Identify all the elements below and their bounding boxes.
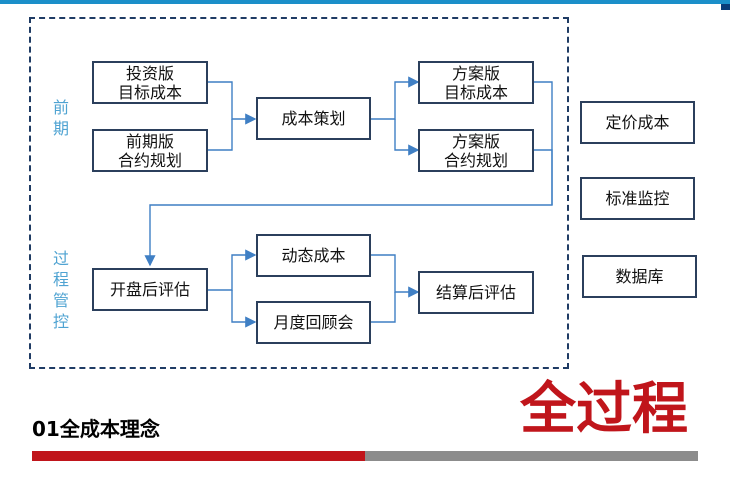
box-cost-planning: 成本策划 — [256, 97, 371, 140]
footer-bar-gray — [365, 451, 698, 461]
arrow-planning-to-scheme-target — [370, 76, 420, 120]
corner-accent — [721, 4, 730, 10]
arrow-scheme-to-opening — [144, 149, 553, 267]
box-scheme-contract-plan: 方案版 合约规划 — [418, 129, 534, 172]
process-frame — [29, 17, 569, 369]
big-title: 全过程 — [520, 377, 688, 442]
arrow-monthly-to-settlement — [370, 292, 396, 323]
box-standard-monitor: 标准监控 — [580, 177, 695, 220]
box-opening-evaluation: 开盘后评估 — [92, 268, 208, 311]
arrow-scheme-target-side — [533, 81, 553, 205]
arrow-opening-to-dynamic — [207, 249, 257, 291]
side-label-process: 过程管控 — [52, 249, 69, 331]
box-invest-target-cost: 投资版 目标成本 — [92, 61, 208, 104]
box-database: 数据库 — [582, 255, 697, 298]
box-pricing-cost: 定价成本 — [580, 101, 695, 144]
box-early-contract-plan: 前期版 合约规划 — [92, 129, 208, 172]
box-scheme-target-cost: 方案版 目标成本 — [418, 61, 534, 104]
arrow-opening-to-monthly — [231, 290, 257, 328]
arrow-early-to-planning — [207, 119, 233, 151]
arrow-planning-to-scheme-contract — [394, 119, 420, 156]
arrow-dynamic-to-settlement — [370, 254, 420, 298]
footer-bar-red — [32, 451, 365, 461]
top-accent-bar — [0, 0, 730, 4]
section-title: 01全成本理念 — [32, 417, 160, 441]
box-settlement-evaluation: 结算后评估 — [418, 271, 534, 314]
box-dynamic-cost: 动态成本 — [256, 234, 371, 277]
side-label-early: 前期 — [52, 98, 69, 138]
box-monthly-review: 月度回顾会 — [256, 301, 371, 344]
arrow-invest-to-planning — [207, 81, 257, 125]
